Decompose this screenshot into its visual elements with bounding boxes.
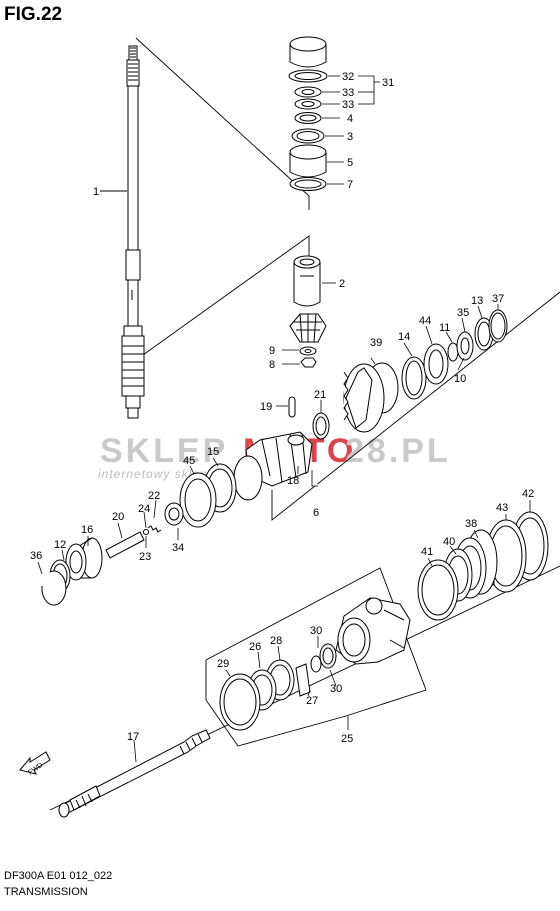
callout-11: 11 — [439, 322, 450, 334]
upper-leaders — [322, 75, 380, 185]
callout-29: 29 — [217, 658, 229, 670]
callout-7: 7 — [347, 179, 353, 191]
frame-shaft-upper — [135, 37, 310, 210]
callout-18: 18 — [287, 475, 299, 487]
callout-3: 3 — [347, 131, 353, 143]
forward-side-rings — [401, 309, 508, 400]
callout-9: 9 — [269, 345, 275, 357]
callout-30-a: 30 — [310, 625, 322, 637]
drive-shaft — [100, 45, 145, 419]
callout-23: 23 — [139, 551, 151, 563]
reverse-bearing-group — [417, 500, 549, 621]
callout-6: 6 — [313, 507, 319, 519]
callout-26: 26 — [249, 641, 261, 653]
watermark-brand-left: SKLEP — [100, 432, 228, 470]
forward-gear — [343, 357, 399, 433]
shift-rod — [105, 499, 162, 559]
fwd-arrow: FWD — [19, 751, 51, 777]
callout-28: 28 — [270, 635, 282, 647]
sleeve-2 — [293, 255, 336, 307]
callout-32: 32 — [342, 71, 354, 83]
rear-bearing-group — [37, 536, 103, 606]
pinion-gear — [282, 313, 327, 368]
callout-5: 5 — [347, 157, 353, 169]
callout-24: 24 — [138, 503, 150, 515]
callout-35: 35 — [457, 307, 469, 319]
clutch-dog — [245, 431, 318, 487]
frame-gear-group — [271, 291, 560, 521]
callout-19: 19 — [260, 401, 272, 413]
callout-30-b: 30 — [330, 683, 342, 695]
callout-25: 25 — [341, 733, 353, 745]
figure-name: TRANSMISSION — [4, 886, 88, 898]
callout-2: 2 — [339, 278, 345, 290]
callout-41: 41 — [421, 546, 433, 558]
figure-title: FIG.22 — [4, 4, 63, 25]
forward-side-leaders — [403, 304, 499, 371]
callout-37: 37 — [492, 293, 504, 305]
figure-code: DF300A E01 012_022 — [4, 870, 113, 882]
callout-13: 13 — [471, 295, 483, 307]
callout-40: 40 — [443, 536, 455, 548]
callout-31: 31 — [382, 77, 394, 89]
callout-16: 16 — [81, 524, 93, 536]
propeller-shaft — [58, 729, 211, 818]
callout-27: 27 — [306, 695, 318, 707]
callout-10: 10 — [454, 373, 466, 385]
watermark-brand-right: 28.PL — [345, 432, 451, 470]
callout-38: 38 — [465, 518, 477, 530]
upper-bearing-stack — [288, 36, 328, 191]
callout-44: 44 — [419, 315, 431, 327]
callout-34: 34 — [172, 542, 184, 554]
callout-21: 21 — [314, 389, 326, 401]
callout-numbers: 1 2 3 4 5 6 7 8 9 10 11 12 13 14 15 16 1… — [30, 71, 534, 745]
callout-39: 39 — [370, 337, 382, 349]
callout-45: 45 — [183, 455, 195, 467]
callout-43: 43 — [496, 502, 508, 514]
propeller-shaft-housing — [219, 597, 411, 731]
pin-and-ring — [276, 396, 330, 440]
callout-14: 14 — [398, 331, 410, 343]
callout-22: 22 — [148, 490, 160, 502]
reverse-side-rings — [164, 455, 263, 540]
callout-20: 20 — [112, 511, 124, 523]
callout-36: 36 — [30, 550, 42, 562]
callout-42: 42 — [522, 488, 534, 500]
callout-15: 15 — [207, 446, 219, 458]
callout-4: 4 — [347, 113, 353, 125]
callout-33-b: 33 — [342, 99, 354, 111]
callout-8: 8 — [269, 359, 275, 371]
frame-shaft-lower — [135, 235, 310, 361]
callout-12: 12 — [54, 539, 66, 551]
frame-housing-group — [205, 567, 427, 747]
callout-17: 17 — [127, 731, 139, 743]
callout-1: 1 — [93, 186, 99, 198]
callout-33-a: 33 — [342, 87, 354, 99]
